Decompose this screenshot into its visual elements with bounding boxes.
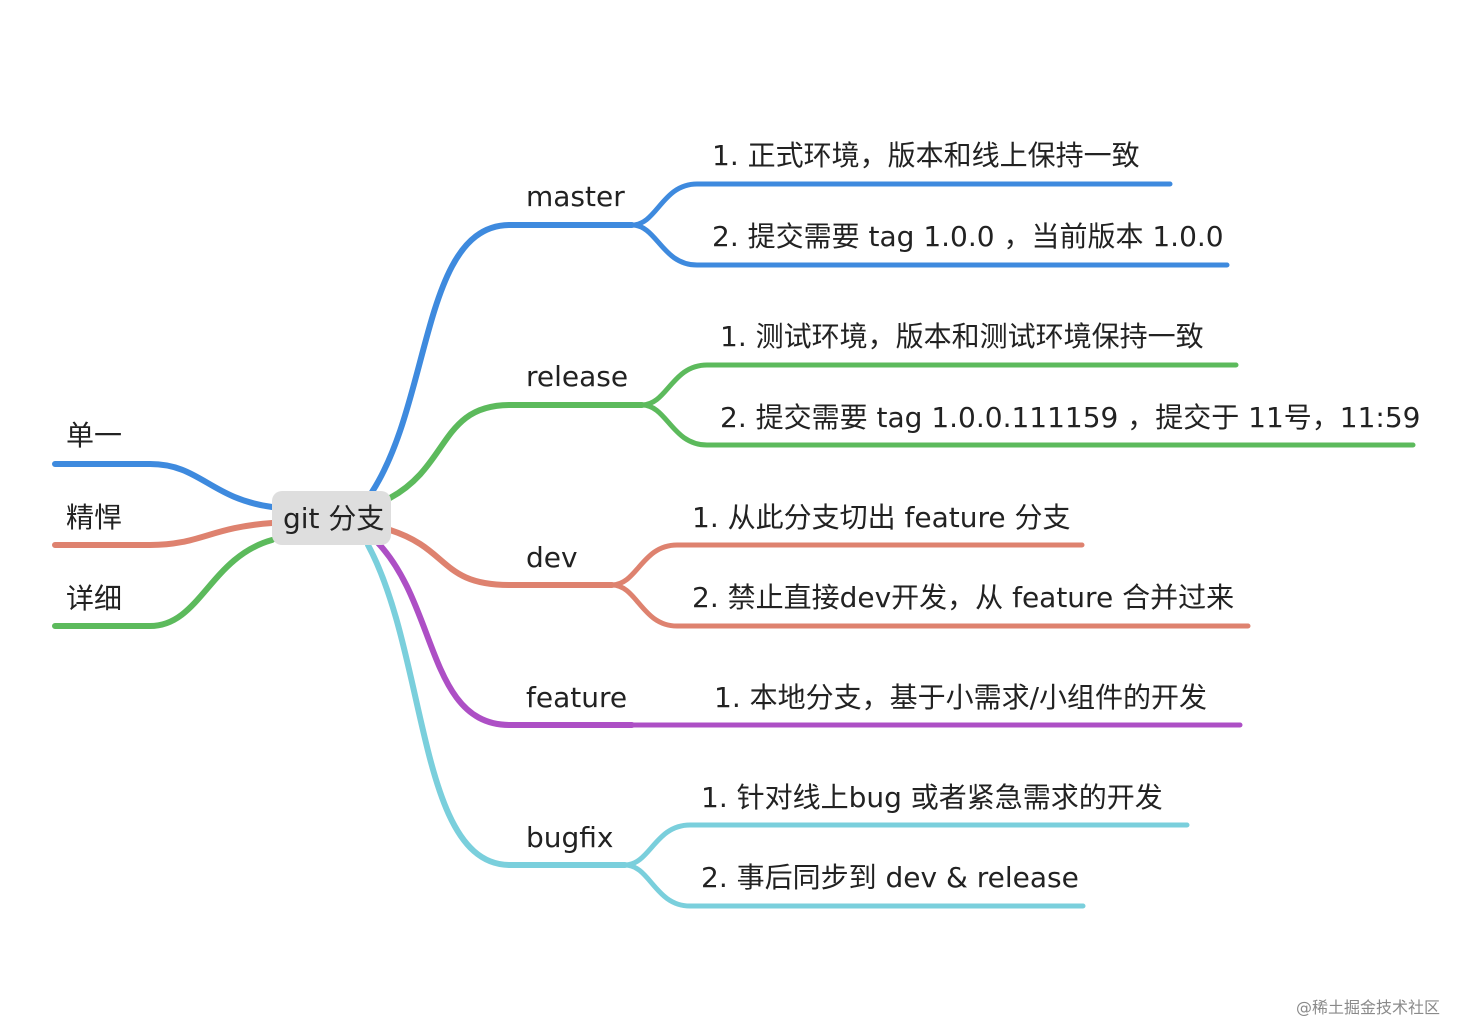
left-branch-line <box>52 520 275 548</box>
child-label: 2. 事后同步到 dev & release <box>701 861 1079 894</box>
child-line <box>622 822 1190 868</box>
child-label: 1. 从此分支切出 feature 分支 <box>692 501 1071 534</box>
branch-line-bugfix <box>365 542 628 868</box>
child-line <box>609 542 1085 588</box>
child-label: 2. 提交需要 tag 1.0.0.111159 ，提交于 11号，11:59 <box>720 401 1420 434</box>
root-label: git 分支 <box>283 502 384 535</box>
child-line <box>609 582 1251 629</box>
child-line <box>629 222 1230 268</box>
connector-lines <box>52 181 1416 909</box>
child-label: 1. 本地分支，基于小需求/小组件的开发 <box>714 681 1207 714</box>
child-line <box>639 362 1239 408</box>
child-label: 1. 测试环境，版本和测试环境保持一致 <box>720 320 1204 353</box>
child-label: 2. 提交需要 tag 1.0.0 ，当前版本 1.0.0 <box>712 220 1224 253</box>
left-branch-line <box>52 461 275 510</box>
child-line <box>629 181 1173 228</box>
branch-line-master <box>369 222 635 495</box>
root-node <box>272 491 391 545</box>
left-branch-label: 详细 <box>66 582 122 615</box>
branch-line-release <box>387 402 645 501</box>
branch-line-dev <box>387 527 615 588</box>
child-line <box>639 402 1416 448</box>
branch-label-bugfix: bugfix <box>526 821 614 854</box>
child-label: 1. 针对线上bug 或者紧急需求的开发 <box>701 781 1163 814</box>
left-branch-label: 单一 <box>66 419 122 452</box>
child-line <box>622 862 1086 909</box>
watermark: @稀土掘金技术社区 <box>1295 998 1440 1017</box>
branch-label-release: release <box>526 360 628 393</box>
branch-line-feature <box>375 540 635 728</box>
branch-label-dev: dev <box>526 541 578 574</box>
branch-label-master: master <box>526 180 625 213</box>
child-label: 1. 正式环境，版本和线上保持一致 <box>712 139 1140 172</box>
child-label: 2. 禁止直接dev开发，从 feature 合并过来 <box>692 581 1234 614</box>
left-branch-label: 精悍 <box>66 501 122 534</box>
branch-label-feature: feature <box>526 681 627 714</box>
left-branch-line <box>52 537 275 629</box>
